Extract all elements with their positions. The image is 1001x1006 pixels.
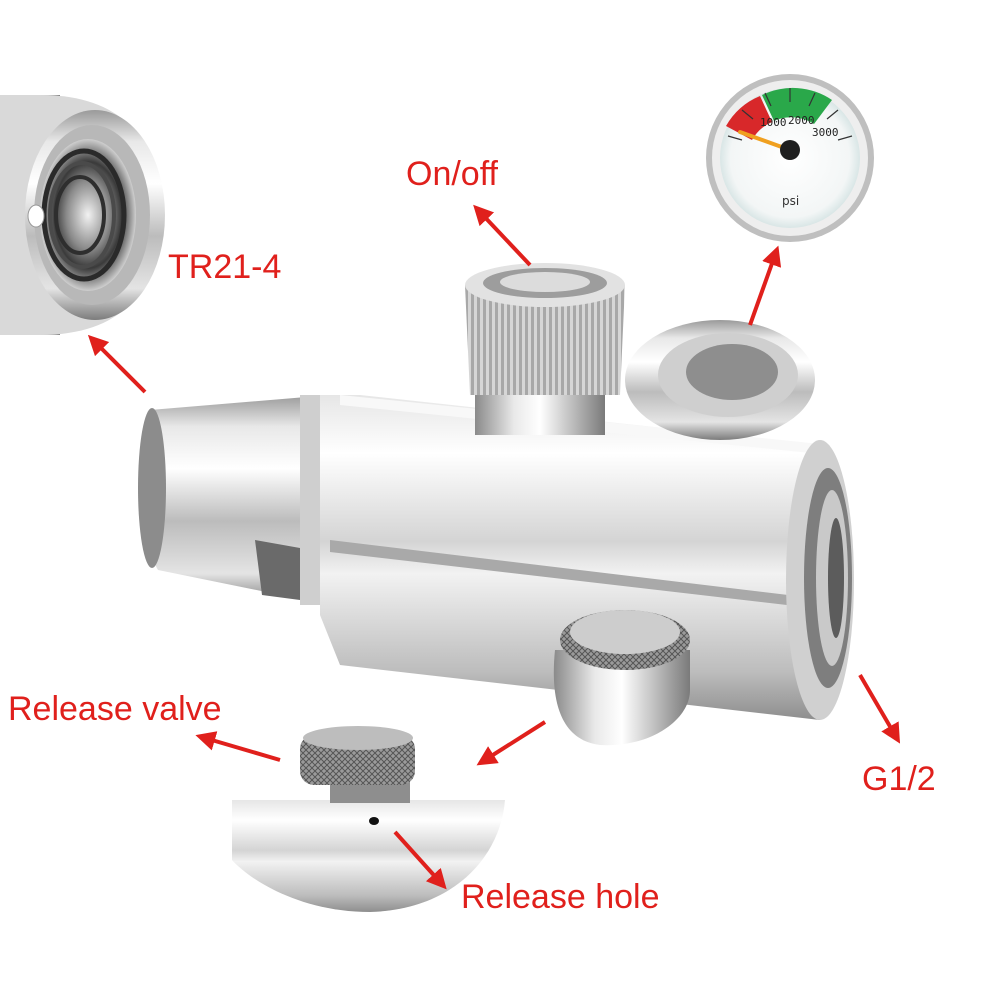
arrow-valve-inset xyxy=(476,720,547,766)
arrow-g1-2 xyxy=(858,673,901,744)
arrow-release-valve xyxy=(195,731,281,762)
pressure-gauge: 1000 2000 3000 psi xyxy=(706,74,874,242)
gauge-unit: psi xyxy=(782,194,799,208)
tr21-4-port-closeup xyxy=(0,95,165,335)
arrow-on-off xyxy=(473,204,532,267)
arrow-release-hole xyxy=(393,830,447,890)
gauge-tick-2000: 2000 xyxy=(788,114,815,127)
release-hole-dot xyxy=(369,817,379,825)
gauge-tick-3000: 3000 xyxy=(812,126,839,139)
arrow-tr21-4 xyxy=(87,334,147,394)
arrow-gauge xyxy=(748,245,782,326)
adapter-body xyxy=(138,263,854,746)
gauge-hub xyxy=(780,140,800,160)
label-g1-2: G1/2 xyxy=(862,760,936,798)
label-on-off: On/off xyxy=(406,155,498,193)
label-tr21-4: TR21-4 xyxy=(168,248,282,286)
label-release-valve: Release valve xyxy=(8,690,222,728)
gauge-tick-1000: 1000 xyxy=(760,116,787,129)
gauge-ticks xyxy=(727,88,853,141)
callout-arrows xyxy=(87,204,901,890)
label-release-hole: Release hole xyxy=(461,878,660,916)
